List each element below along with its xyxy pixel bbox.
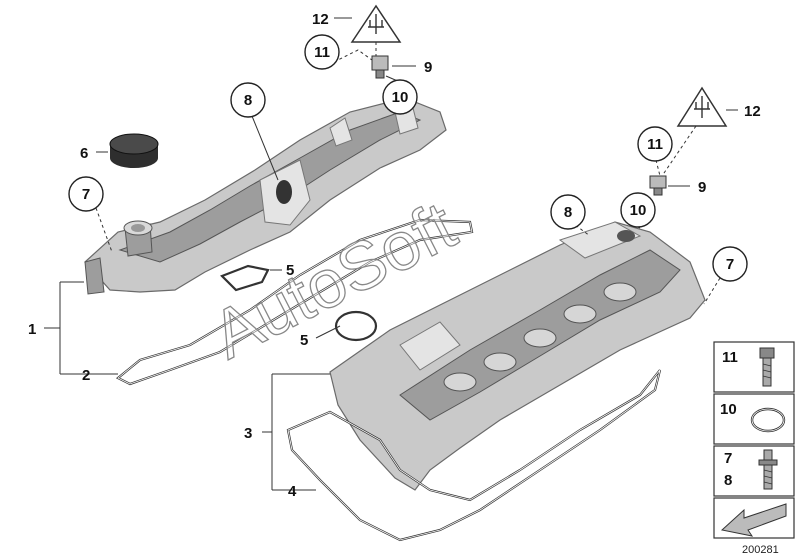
sensor-right (649, 175, 667, 196)
left-valve-cover (84, 97, 447, 295)
parts-legend: 11 10 7 8 (713, 341, 795, 539)
legend-label-10: 10 (720, 401, 737, 418)
stud-bolt-icon (758, 449, 778, 490)
spark-plug-seal-lower (334, 310, 378, 342)
callout-11-right: 11 (647, 136, 663, 153)
callout-10-right: 10 (630, 202, 647, 219)
legend-cell-stud (713, 445, 795, 497)
direction-arrow-icon (720, 503, 787, 537)
right-valve-cover (329, 221, 706, 491)
callout-7-right: 7 (726, 256, 734, 273)
legend-label-8: 8 (724, 472, 732, 489)
callout-11-upper: 11 (314, 44, 330, 61)
callout-7-right-circle: 7 (712, 246, 748, 282)
oil-filler-cap (109, 133, 159, 168)
callout-8-upper: 8 (244, 92, 252, 109)
callout-2: 2 (82, 367, 90, 384)
connector-warning-icon-upper (350, 4, 402, 43)
connector-warning-icon-right (676, 86, 728, 127)
callout-6: 6 (80, 145, 88, 162)
right-cover-gasket (286, 369, 662, 542)
spark-plug-seal-upper (220, 264, 270, 292)
callout-12-upper: 12 (312, 11, 329, 28)
legend-cell-ring (713, 393, 795, 445)
left-cover-gasket (115, 218, 474, 386)
legend-cell-bolt (713, 341, 795, 393)
callout-8-right: 8 (564, 204, 572, 221)
callout-11-upper-circle: 11 (304, 34, 340, 70)
callout-5-upper: 5 (286, 262, 294, 279)
legend-label-11: 11 (722, 349, 738, 366)
callout-8-upper-circle: 8 (230, 82, 266, 118)
diagram-id: 200281 (742, 544, 779, 556)
legend-label-7: 7 (724, 450, 732, 467)
callout-1: 1 (28, 321, 36, 338)
callout-3: 3 (244, 425, 252, 442)
callout-10-right-circle: 10 (620, 192, 656, 228)
callout-10-upper-circle: 10 (382, 79, 418, 115)
callout-7-left-circle: 7 (68, 176, 104, 212)
o-ring-icon (750, 407, 786, 433)
callout-12-right: 12 (744, 103, 761, 120)
callout-9-right: 9 (698, 179, 706, 196)
callout-9-upper: 9 (424, 59, 432, 76)
callout-4: 4 (288, 483, 297, 500)
bolt-icon (759, 347, 775, 387)
callout-5-lower: 5 (300, 332, 308, 349)
callout-8-right-circle: 8 (550, 194, 586, 230)
callout-10-upper: 10 (392, 89, 409, 106)
callout-11-right-circle: 11 (637, 126, 673, 162)
callout-7-left: 7 (82, 186, 90, 203)
sensor-upper (371, 55, 389, 79)
